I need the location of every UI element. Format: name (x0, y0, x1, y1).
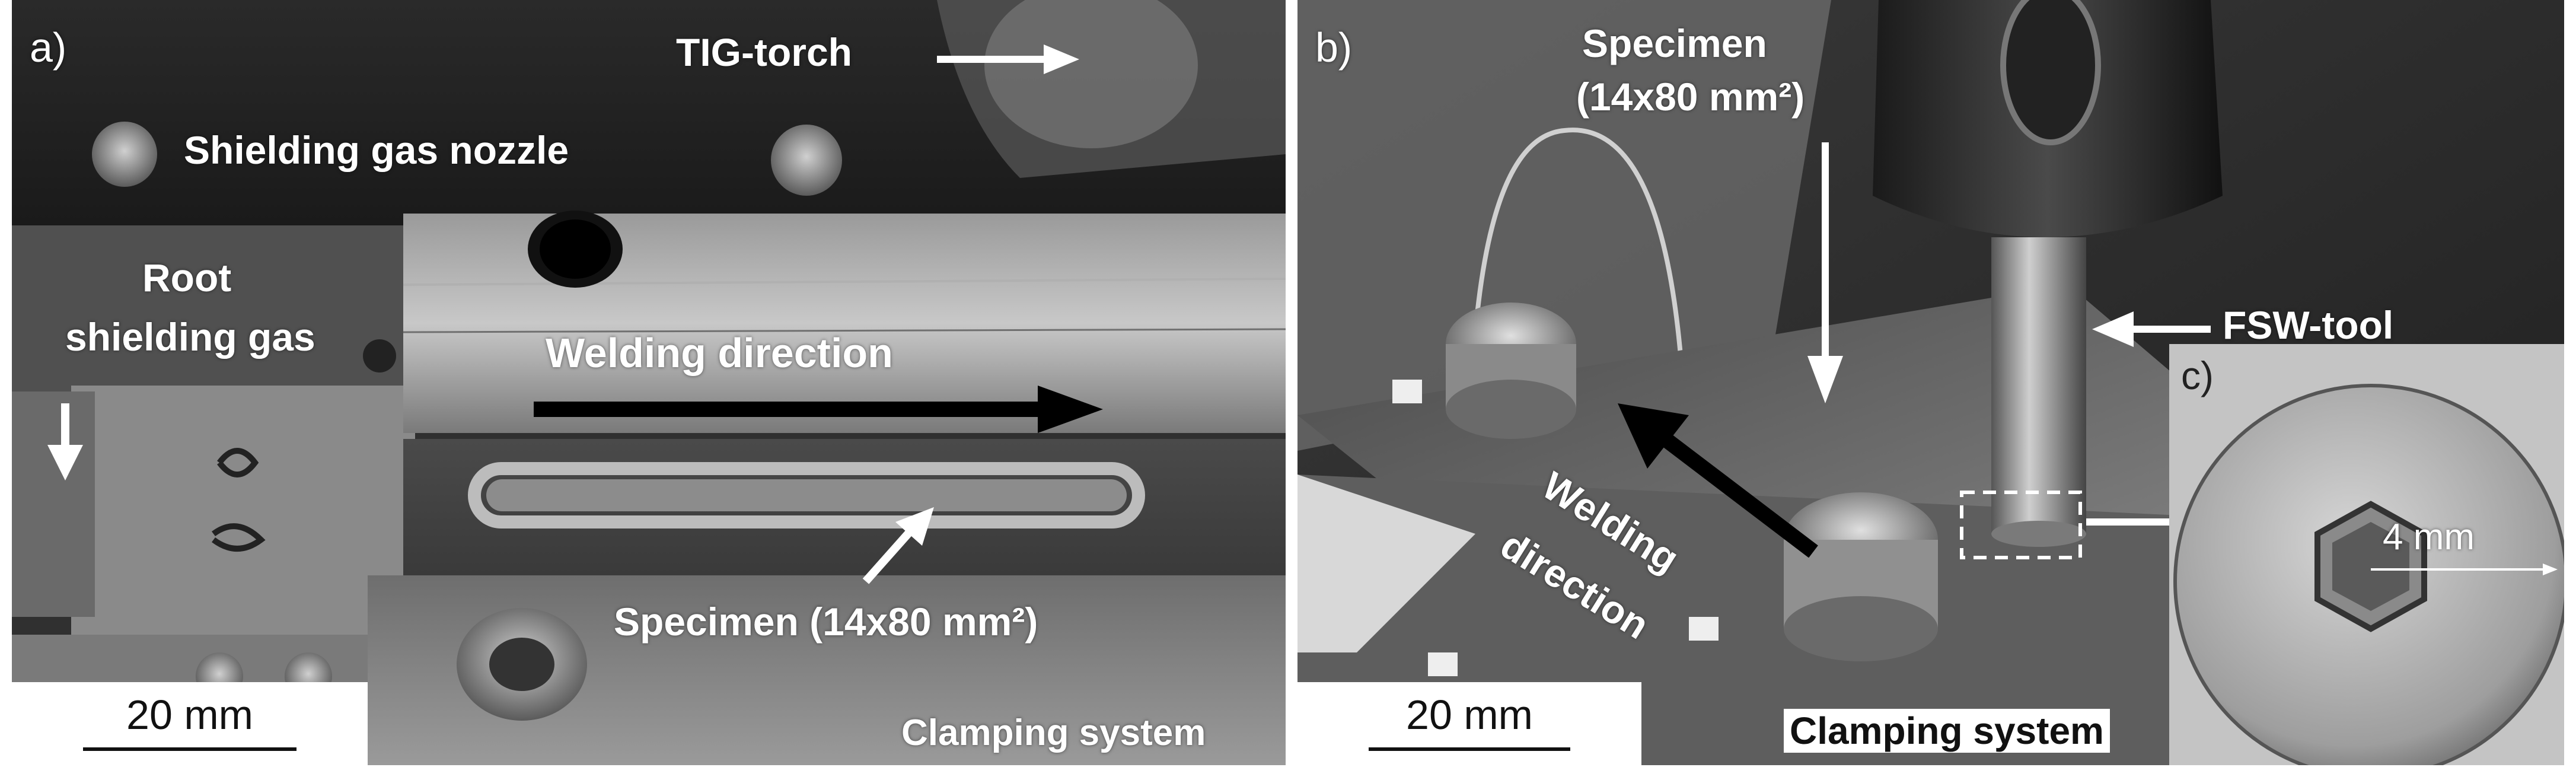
clamping-system-label-b: Clamping system (1784, 709, 2110, 753)
scale-bar-b: 20 mm (1297, 682, 1641, 765)
fsw-tool-arrow (2092, 311, 2211, 347)
tig-torch-arrow (937, 44, 1079, 74)
tig-torch-label: TIG-torch (676, 30, 852, 74)
panel-c-inset: c) 4 mm (2169, 344, 2564, 765)
clamping-system-label-a: Clamping system (901, 712, 1206, 753)
panel-a-label: a) (30, 24, 67, 71)
panel-b-photo: b) Specimen (14x80 mm²) FSW-tool Welding… (1297, 0, 2564, 765)
scale-bar-b-text: 20 mm (1406, 692, 1533, 738)
dimension-label-c: 4 mm (2383, 517, 2475, 558)
specimen-label-b-line2: (14x80 mm²) (1576, 75, 1805, 119)
scale-bar-b-line (1369, 747, 1570, 751)
root-shielding-gas-label-line1: Root (142, 256, 232, 300)
specimen-arrow-b (1807, 142, 1843, 403)
specimen-label: Specimen (14x80 mm²) (614, 600, 1038, 644)
welding-direction-arrow (534, 386, 1103, 433)
panel-a-background (12, 0, 1286, 765)
welding-direction-arrow-b (1618, 403, 1818, 558)
panel-c-label: c) (2181, 354, 2214, 397)
specimen-label-b-line1: Specimen (1582, 21, 1767, 65)
panel-a-photo: a) TIG-torch Shielding gas nozzle Root s… (12, 0, 1286, 765)
welding-direction-label: Welding direction (546, 330, 893, 376)
specimen-arrow (862, 507, 934, 584)
root-shielding-gas-arrow (47, 403, 83, 480)
scale-bar-a-line (83, 747, 297, 751)
scale-bar-a-text: 20 mm (126, 692, 253, 738)
fsw-tool-label: FSW-tool (2223, 303, 2394, 347)
root-shielding-gas-label-line2: shielding gas (65, 315, 315, 359)
shielding-gas-nozzle-label: Shielding gas nozzle (184, 128, 569, 172)
panel-c-background (2169, 344, 2564, 765)
panel-b-label: b) (1315, 24, 1353, 71)
scale-bar-a: 20 mm (12, 682, 368, 765)
